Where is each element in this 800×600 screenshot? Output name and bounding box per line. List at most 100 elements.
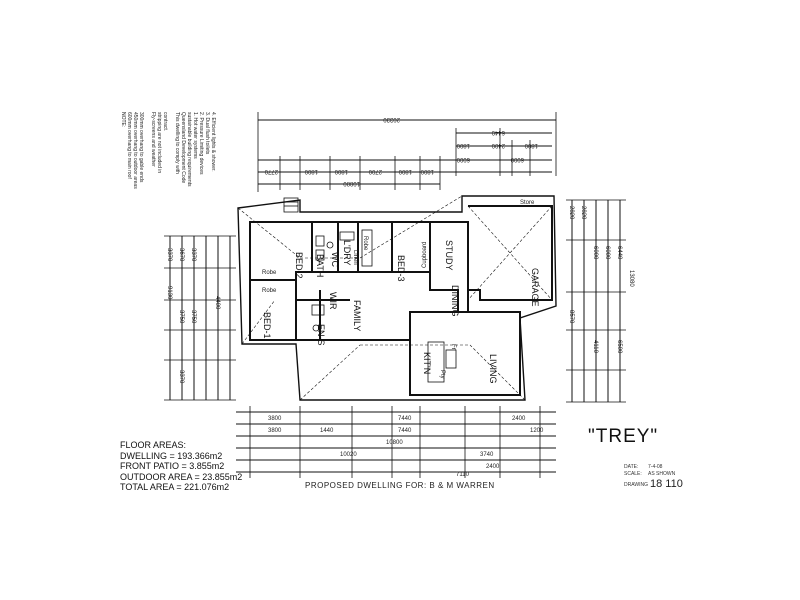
dim-right-8: 6500 — [616, 340, 622, 354]
dim-top-row5-0: 10880 — [343, 180, 360, 186]
dim-left-0: 3370 — [166, 248, 172, 262]
note-line-3: 300mm overhang to gable ends — [138, 112, 144, 183]
dim-bottom-row4-1: 3740 — [480, 452, 494, 458]
label-robe-bed1: Robe — [262, 288, 277, 294]
label-robe-bed2: Robe — [262, 270, 277, 276]
note-line-15: 4. Efficient lights & shower. — [210, 112, 216, 172]
note-line-13: 2. Pressure Limiting devices — [198, 112, 204, 175]
dim-top-row1-0: 6440 — [491, 129, 505, 135]
room-labels: BED-2 BATH WC L'DRY BED-3 STUDY GARAGE B… — [262, 200, 540, 384]
dim-top-row4-1: 1800 — [304, 168, 318, 174]
top-dimension-lines — [257, 112, 557, 192]
room-bed1: BED-1 — [262, 312, 272, 339]
walls — [249, 205, 553, 396]
dim-bottom-row1-0: 3800 — [268, 416, 282, 422]
floor-areas: FLOOR AREAS: DWELLING = 193.366m2 FRONT … — [120, 440, 242, 493]
note-line-7: contract. — [162, 112, 168, 131]
note-line-9: This dwelling to comply with — [174, 112, 180, 174]
right-dimension-text: 2820 2820 6000 6000 6440 13080 8570 4110… — [568, 206, 634, 354]
note-line-11: sustainable building requirements — [186, 112, 192, 187]
room-ldry: L'DRY — [342, 240, 352, 266]
dim-top-row3-0: 6000 — [456, 156, 470, 162]
room-bed2: BED-2 — [294, 252, 304, 279]
label-pantry: Pty — [439, 370, 445, 379]
dim-right-1: 2820 — [580, 206, 586, 220]
note-line-10: Queensland Development Code — [180, 112, 186, 183]
label-store: Store — [520, 200, 535, 206]
note-line-6: stripping are not included in — [156, 112, 162, 173]
dim-top-row4-2: 1800 — [334, 168, 348, 174]
drawing-number: 18 110 — [650, 478, 683, 490]
left-dimension-text: 3370 3670 3370 9130 3750 3750 4400 3370 — [166, 248, 220, 384]
fixtures — [283, 197, 457, 383]
dim-bottom-row4-0: 10020 — [340, 452, 357, 458]
left-dimension-lines — [164, 235, 236, 401]
label-fridge: Fr — [450, 344, 456, 350]
drawing-label: DRAWING — [624, 482, 648, 488]
date-label: DATE: — [624, 464, 639, 470]
room-ens: EN-S — [316, 324, 326, 346]
dim-bottom-row2-3: 1200 — [530, 428, 544, 434]
dim-right-6: 8570 — [568, 310, 574, 324]
right-dimension-lines — [566, 199, 626, 403]
area-outdoor: OUTDOOR AREA = 23.855m2 — [120, 471, 243, 482]
dim-right-5: 13080 — [628, 270, 634, 287]
label-cupboard: Cupboard — [422, 242, 428, 268]
bottom-dimension-lines — [236, 406, 556, 478]
label-robe-ldry: Robe — [362, 236, 368, 251]
notes-block: NOTE: 600mm overhang to main roof 450mm … — [120, 112, 216, 189]
dim-left-3: 9130 — [166, 286, 172, 300]
dim-left-6: 4400 — [214, 296, 220, 310]
room-wir: WIR — [328, 292, 338, 310]
dim-left-2: 3370 — [190, 248, 196, 262]
label-linen: Linen — [352, 250, 358, 265]
roof-hip-lines — [237, 195, 553, 401]
dim-top-row2-1: 2400 — [491, 142, 505, 148]
area-dwelling: DWELLING = 193.366m2 — [120, 450, 223, 461]
top-dimension-text: 20330 6440 1800 2400 1800 6000 6000 2770… — [264, 116, 538, 186]
dim-bottom-row1-2: 2400 — [512, 416, 526, 422]
dim-bottom-row5-1: 7110 — [456, 472, 470, 478]
dim-bottom-row1-1: 7440 — [398, 416, 412, 422]
design-title: "TREY" — [588, 426, 659, 447]
area-front-patio: FRONT PATIO = 3.855m2 — [120, 461, 225, 471]
dim-bottom-row5-0: 2400 — [486, 464, 500, 470]
dim-top-row4-0: 2770 — [264, 168, 278, 174]
dim-bottom-row3-0: 10800 — [386, 440, 403, 446]
dim-right-7: 4110 — [592, 340, 598, 354]
dim-left-1: 3670 — [178, 248, 184, 262]
scale-label: SCALE: — [624, 471, 642, 477]
room-garage: GARAGE — [530, 268, 540, 307]
room-family: FAMILY — [352, 300, 362, 331]
dim-bottom-row2-1: 1440 — [320, 428, 334, 434]
room-bath: BATH — [315, 254, 325, 277]
note-line-1: 600mm overhang to main roof — [126, 112, 132, 179]
dim-top-row4-5: 1800 — [420, 168, 434, 174]
date-value: 7-4-08 — [648, 464, 663, 470]
dim-top-row4-4: 1800 — [398, 168, 412, 174]
dim-left-5: 3750 — [190, 310, 196, 324]
dim-right-3: 6000 — [604, 246, 610, 260]
dim-overall: 20330 — [383, 116, 400, 122]
roof-outline — [237, 195, 557, 401]
room-study: STUDY — [444, 240, 454, 271]
dim-top-row4-3: 2700 — [368, 168, 382, 174]
dim-bottom-row2-2: 7440 — [398, 428, 412, 434]
room-dining: DINING — [450, 285, 460, 317]
dim-top-row2-0: 1800 — [456, 142, 470, 148]
dim-top-row3-1: 6000 — [510, 156, 524, 162]
scale-value: AS SHOWN — [648, 471, 676, 477]
note-line-12: 1. Hot water systems — [192, 112, 198, 159]
proposed-dwelling-label: PROPOSED DWELLING FOR: B & M WARREN — [305, 481, 495, 490]
dim-right-4: 6440 — [616, 246, 622, 260]
area-total: TOTAL AREA = 221.076m2 — [120, 482, 230, 492]
dim-right-2: 6000 — [592, 246, 598, 260]
dim-bottom-row2-0: 3800 — [268, 428, 282, 434]
room-wc: WC — [330, 252, 340, 267]
dim-right-0: 2820 — [568, 206, 574, 220]
note-line-14: 3. Dual flush toilets — [204, 112, 210, 155]
room-bed3: BED-3 — [396, 255, 406, 282]
note-line-2: 450mm overhang to outdoor areas — [132, 112, 138, 189]
bottom-dimension-text: 3800 7440 2400 3800 1440 7440 1200 10800… — [268, 416, 544, 478]
